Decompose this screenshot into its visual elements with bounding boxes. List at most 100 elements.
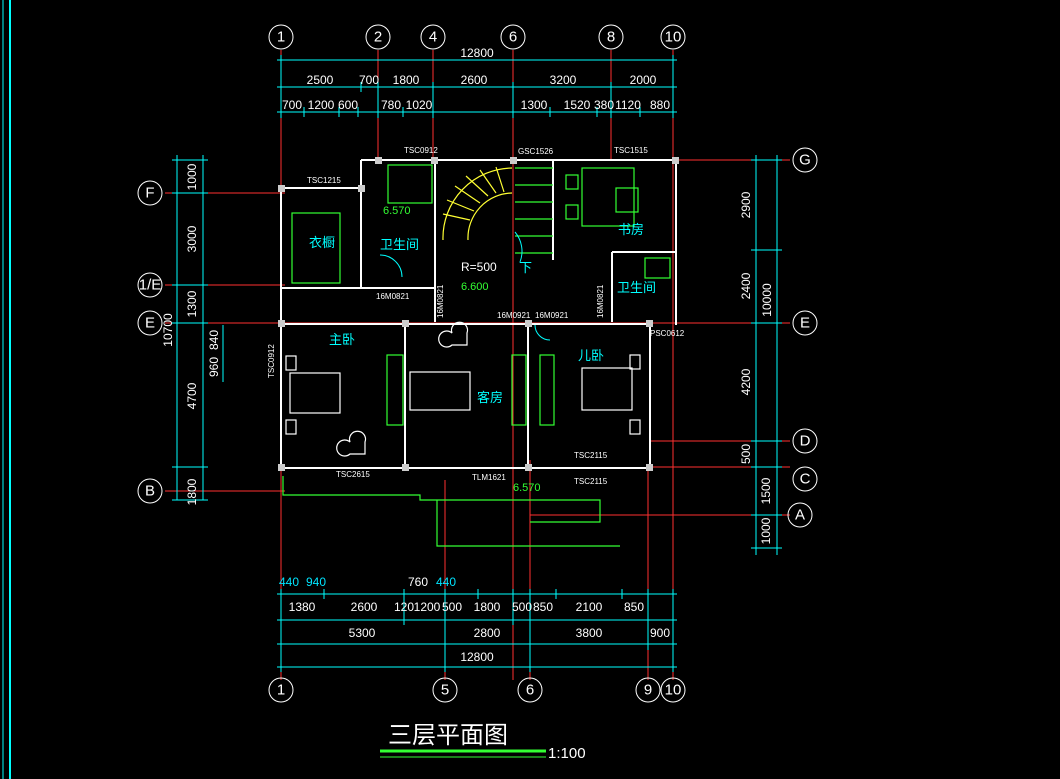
- dim-bottom: 2100: [576, 600, 603, 614]
- room-label: 衣橱: [309, 235, 335, 251]
- room-label: 书房: [618, 222, 644, 238]
- axis-label: 8: [607, 29, 615, 46]
- dimension-lines: [172, 55, 782, 672]
- axis-label: A: [795, 507, 805, 524]
- window-label: TSC1215: [307, 176, 341, 185]
- dim-top: 1020: [406, 98, 433, 112]
- furniture: [282, 164, 671, 547]
- beds: [285, 321, 641, 457]
- dim-bottom: 500: [442, 600, 462, 614]
- axis-label: E: [145, 315, 155, 332]
- window-label: TSC0912: [404, 146, 438, 155]
- dim-right-total: 10000: [760, 283, 774, 317]
- dim-left: 1300: [185, 290, 199, 317]
- doors: [379, 231, 551, 341]
- axis-label: E: [800, 315, 810, 332]
- dim-top-total: 12800: [460, 46, 494, 60]
- dim-right: 2400: [739, 272, 753, 299]
- dim-left-total: 10700: [161, 313, 175, 347]
- window-label: TSC0912: [267, 344, 276, 378]
- axis-label: B: [145, 483, 155, 500]
- dim-bottom: 1800: [474, 600, 501, 614]
- dim-top: 780: [381, 98, 401, 112]
- dim-top: 2600: [461, 73, 488, 87]
- axis-label: G: [799, 152, 811, 169]
- window-label: TLM1621: [472, 473, 506, 482]
- dim-bottom: 3800: [576, 626, 603, 640]
- room-label: 客房: [477, 390, 503, 406]
- window-label: TSC2115: [574, 477, 608, 486]
- room-label: 卫生间: [380, 238, 419, 253]
- door-label: 16M0921: [497, 311, 531, 320]
- dim-bottom: 1200: [414, 600, 441, 614]
- dim-top: 880: [650, 98, 670, 112]
- window-label: TSC2115: [574, 451, 608, 460]
- dim-right: 2900: [739, 191, 753, 218]
- dim-top: 1300: [521, 98, 548, 112]
- level-mark: 6.570: [383, 205, 411, 217]
- walls: [280, 159, 677, 469]
- dim-bottom: 940: [306, 575, 326, 589]
- right-axis-bubbles: [787, 147, 818, 528]
- axis-label: 10: [665, 682, 682, 699]
- dim-bottom: 850: [624, 600, 644, 614]
- drawing-scale: 1:100: [548, 745, 586, 762]
- dim-left: 1000: [185, 163, 199, 190]
- window-label: PSC0612: [650, 329, 685, 338]
- dim-top: 1520: [564, 98, 591, 112]
- dim-right: 500: [739, 444, 753, 464]
- axis-label: 4: [429, 29, 437, 46]
- axis-label: 1/E: [139, 277, 162, 294]
- dim-top: 1800: [393, 73, 420, 87]
- door-label: 16M0821: [596, 284, 605, 318]
- dim-left: 960: [207, 357, 221, 377]
- window-label: TSC1515: [614, 146, 648, 155]
- dim-bottom: 500: [512, 600, 532, 614]
- dim-top: 600: [338, 98, 358, 112]
- door-label: 16M0821: [376, 292, 410, 301]
- door-label: 16M0921: [535, 311, 569, 320]
- dim-left: 3000: [185, 225, 199, 252]
- dim-bottom: 2600: [351, 600, 378, 614]
- axis-label: 5: [441, 682, 449, 699]
- dim-bottom: 2800: [474, 626, 501, 640]
- axis-lines: [165, 50, 790, 680]
- dim-bottom-total: 12800: [460, 650, 494, 664]
- axis-label: 6: [526, 682, 534, 699]
- room-label: 主卧: [329, 333, 355, 348]
- dim-top: 700: [359, 73, 379, 87]
- dim-top: 3200: [550, 73, 577, 87]
- dim-top: 1120: [615, 98, 641, 112]
- dim-top: 380: [594, 98, 614, 112]
- dim-right: 1500: [759, 477, 773, 504]
- level-mark: 6.570: [513, 482, 541, 494]
- drawing-title: 三层平面图: [388, 721, 508, 749]
- dim-left: 1800: [185, 478, 199, 505]
- dim-right: 4200: [739, 368, 753, 395]
- axis-label: D: [800, 433, 811, 450]
- left-axis-bubbles: [137, 180, 163, 504]
- dim-left: 840: [207, 330, 221, 350]
- axis-label: 2: [374, 29, 382, 46]
- axis-label: 1: [277, 682, 285, 699]
- dim-bottom: 440: [436, 575, 456, 589]
- window-label: TSC2615: [336, 470, 370, 479]
- staircase: [442, 166, 553, 254]
- dim-bottom: 120: [394, 600, 414, 614]
- room-label: 儿卧: [578, 349, 604, 364]
- dim-right: 1000: [759, 517, 773, 544]
- bottom-axis-bubbles: [268, 677, 686, 703]
- dim-top: 1200: [308, 98, 335, 112]
- level-mark: 6.600: [461, 281, 489, 293]
- dim-bottom: 900: [650, 626, 670, 640]
- dim-top: 700: [282, 98, 302, 112]
- door-label: 16M0821: [436, 284, 445, 318]
- stair-direction: 下: [519, 261, 532, 276]
- axis-label: 9: [644, 682, 652, 699]
- dim-bottom: 1380: [289, 600, 316, 614]
- dim-bottom: 440: [279, 575, 299, 589]
- room-label: 卫生间: [617, 281, 656, 296]
- axis-label: 6: [509, 29, 517, 46]
- axis-label: F: [145, 185, 154, 202]
